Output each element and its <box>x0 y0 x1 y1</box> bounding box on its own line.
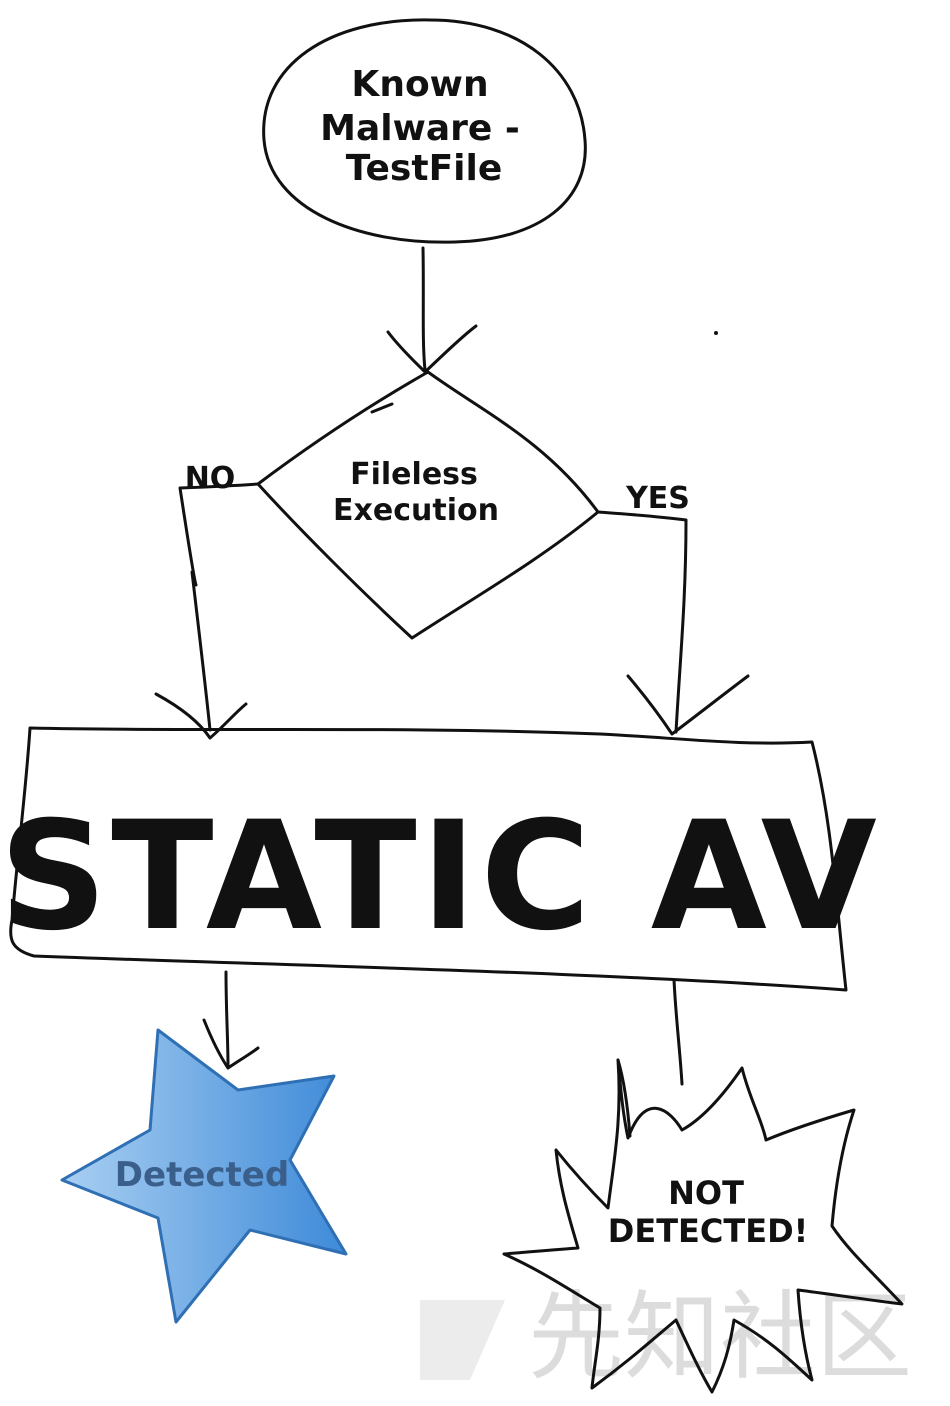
branch-no: NO <box>154 461 260 740</box>
not-detected-line-1: NOT <box>668 1174 744 1212</box>
detected-outcome: Detected <box>60 1028 348 1324</box>
arrowhead-icon <box>626 674 750 736</box>
start-node-outline <box>262 18 587 244</box>
arrowhead-icon <box>202 1018 260 1070</box>
branch-yes-label: YES <box>625 481 690 516</box>
arrowhead-icon <box>154 692 248 740</box>
start-line-1: Known <box>351 64 488 105</box>
branch-no-label: NO <box>185 461 236 496</box>
connector-engine-to-detected <box>202 970 260 1070</box>
not-detected-line-2: DETECTED! <box>608 1212 808 1250</box>
engine-box: STATIC AV <box>0 726 881 992</box>
detected-star-shape <box>60 1028 348 1324</box>
start-line-2: Malware - <box>320 108 520 149</box>
start-line-3: TestFile <box>346 148 503 189</box>
connector-start-to-decision <box>370 246 478 414</box>
not-detected-burst-shape <box>502 1058 904 1394</box>
watermark: 先知社区 <box>420 1281 912 1393</box>
detected-label: Detected <box>115 1155 289 1195</box>
engine-box-outline <box>9 726 848 992</box>
arrowhead-icon <box>386 324 478 374</box>
connector-engine-to-not-detected <box>616 978 684 1138</box>
decision-node-outline <box>256 370 600 640</box>
start-node: Known Malware - TestFile <box>262 18 587 244</box>
decision-node: Fileless Execution <box>256 370 600 640</box>
decision-line-2: Execution <box>333 493 499 528</box>
branch-yes: YES <box>596 481 750 736</box>
not-detected-outcome: NOT DETECTED! <box>502 1058 904 1394</box>
stray-dot <box>714 331 718 335</box>
decision-line-1: Fileless <box>350 457 478 492</box>
engine-label: STATIC AV <box>0 790 881 964</box>
